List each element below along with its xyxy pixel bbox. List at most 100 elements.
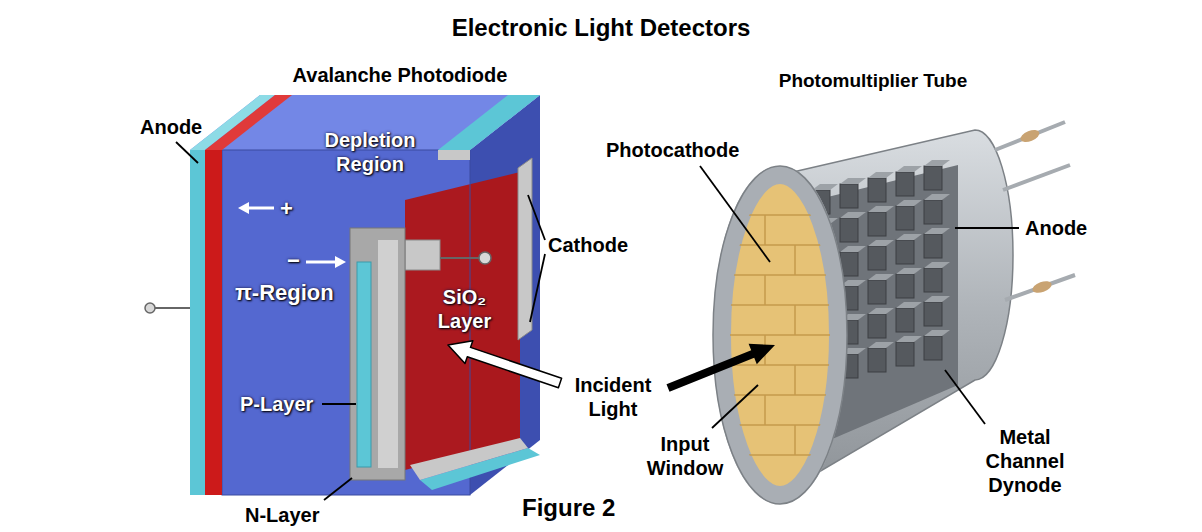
figure-title: Electronic Light Detectors bbox=[0, 14, 1202, 43]
anode-wire bbox=[152, 307, 190, 309]
input-window bbox=[713, 166, 847, 504]
dynode-stack bbox=[840, 178, 866, 184]
photodiode-body bbox=[222, 150, 470, 495]
n-layer bbox=[378, 240, 398, 468]
dynode-stack bbox=[868, 342, 894, 348]
p-layer bbox=[357, 262, 371, 467]
leader-line bbox=[176, 142, 1019, 500]
dynode-stack bbox=[896, 308, 914, 332]
dynode-stack bbox=[868, 246, 886, 270]
input-window bbox=[720, 364, 840, 366]
figure-caption: Figure 2 bbox=[522, 494, 615, 523]
leader-line bbox=[528, 195, 545, 240]
cathode-contact bbox=[518, 158, 532, 340]
input-window bbox=[720, 334, 840, 336]
dynode-stack bbox=[868, 172, 894, 178]
cathode-contact bbox=[479, 252, 491, 264]
tube-pins bbox=[1019, 128, 1041, 145]
carrier-arrow bbox=[238, 202, 249, 214]
leader-line bbox=[700, 166, 770, 262]
leader-line bbox=[955, 227, 1019, 229]
tube-pins bbox=[1005, 275, 1075, 300]
part-label: Anode bbox=[1025, 216, 1087, 240]
dynode-stack bbox=[896, 336, 922, 342]
dynode-stack bbox=[868, 348, 886, 372]
dynode-stack bbox=[924, 268, 942, 292]
cathode-contact bbox=[438, 95, 540, 150]
dynode-stack bbox=[896, 342, 914, 366]
light-arrow bbox=[667, 344, 776, 392]
dynode-stack bbox=[924, 296, 950, 302]
light-arrow bbox=[448, 341, 562, 388]
leader-line bbox=[712, 385, 758, 428]
n-layer bbox=[350, 228, 405, 480]
dynode-stack bbox=[924, 228, 950, 234]
p-layer bbox=[357, 262, 371, 467]
charge-sign: − bbox=[287, 248, 300, 274]
leader-line bbox=[176, 142, 198, 163]
dynode-stack bbox=[896, 302, 922, 308]
leader-line bbox=[530, 254, 545, 322]
input-window bbox=[764, 215, 766, 455]
dynode-stack bbox=[924, 194, 950, 200]
input-window bbox=[720, 274, 840, 276]
n-layer bbox=[350, 228, 405, 480]
carrier-arrow bbox=[247, 207, 274, 210]
part-label: N-Layer bbox=[245, 503, 319, 527]
dynode-stack bbox=[896, 234, 922, 240]
dynode-stack bbox=[896, 274, 914, 298]
photodiode-body bbox=[405, 172, 520, 470]
dynode-stack bbox=[868, 178, 886, 202]
dynode-stack bbox=[840, 184, 858, 208]
dynode-stack bbox=[812, 184, 838, 190]
dynode-stack bbox=[868, 308, 894, 314]
leader-line bbox=[324, 478, 352, 500]
anode-wire bbox=[145, 303, 190, 313]
charge-sign: + bbox=[280, 196, 293, 222]
dynode-stack bbox=[924, 234, 942, 258]
part-label: Metal Channel Dynode bbox=[970, 425, 1080, 497]
anode-strip bbox=[205, 95, 292, 150]
section-title: Avalanche Photodiode bbox=[280, 63, 520, 87]
dynode-stack bbox=[868, 206, 894, 212]
region-label: π-Region bbox=[235, 280, 334, 306]
dynode-stack bbox=[840, 218, 858, 242]
input-window bbox=[720, 215, 840, 455]
tube-pins bbox=[995, 122, 1065, 150]
input-window bbox=[720, 454, 840, 456]
dynode-stack bbox=[868, 274, 894, 280]
cathode-contact bbox=[440, 257, 480, 259]
input-window bbox=[720, 304, 840, 306]
dynode-stack bbox=[896, 166, 922, 172]
dynode-stack bbox=[896, 268, 922, 274]
dynode-stack bbox=[896, 240, 914, 264]
cathode-contact bbox=[405, 95, 540, 490]
tube-pins bbox=[995, 122, 1075, 300]
dynode-stack bbox=[924, 166, 942, 190]
dynode-stack bbox=[896, 206, 914, 230]
part-label: Input Window bbox=[635, 432, 735, 480]
dynode-stack bbox=[840, 246, 866, 252]
dynode-stack bbox=[868, 314, 886, 338]
carrier-arrow bbox=[335, 256, 346, 268]
dynode-stack bbox=[896, 200, 922, 206]
part-label: Anode bbox=[140, 115, 202, 139]
anode-wire bbox=[145, 303, 155, 313]
region-label: SiO₂ Layer bbox=[422, 285, 507, 333]
part-label: Incident Light bbox=[553, 373, 673, 421]
part-label: Cathode bbox=[548, 233, 628, 257]
dynode-stack bbox=[896, 172, 914, 196]
cathode-contact bbox=[410, 438, 528, 480]
part-label: Photocathode bbox=[606, 138, 739, 162]
leader-line bbox=[945, 370, 985, 424]
input-window bbox=[720, 424, 840, 426]
dynode-stack bbox=[868, 212, 886, 236]
region-label: Depletion Region bbox=[305, 128, 435, 176]
dynode-stack bbox=[924, 160, 950, 166]
input-window bbox=[720, 394, 840, 396]
dynode-stack bbox=[868, 280, 886, 304]
photodiode-body bbox=[190, 95, 540, 495]
anode-strip bbox=[205, 150, 222, 495]
region-label: P-Layer bbox=[240, 392, 313, 416]
tube-pins bbox=[1031, 279, 1053, 295]
